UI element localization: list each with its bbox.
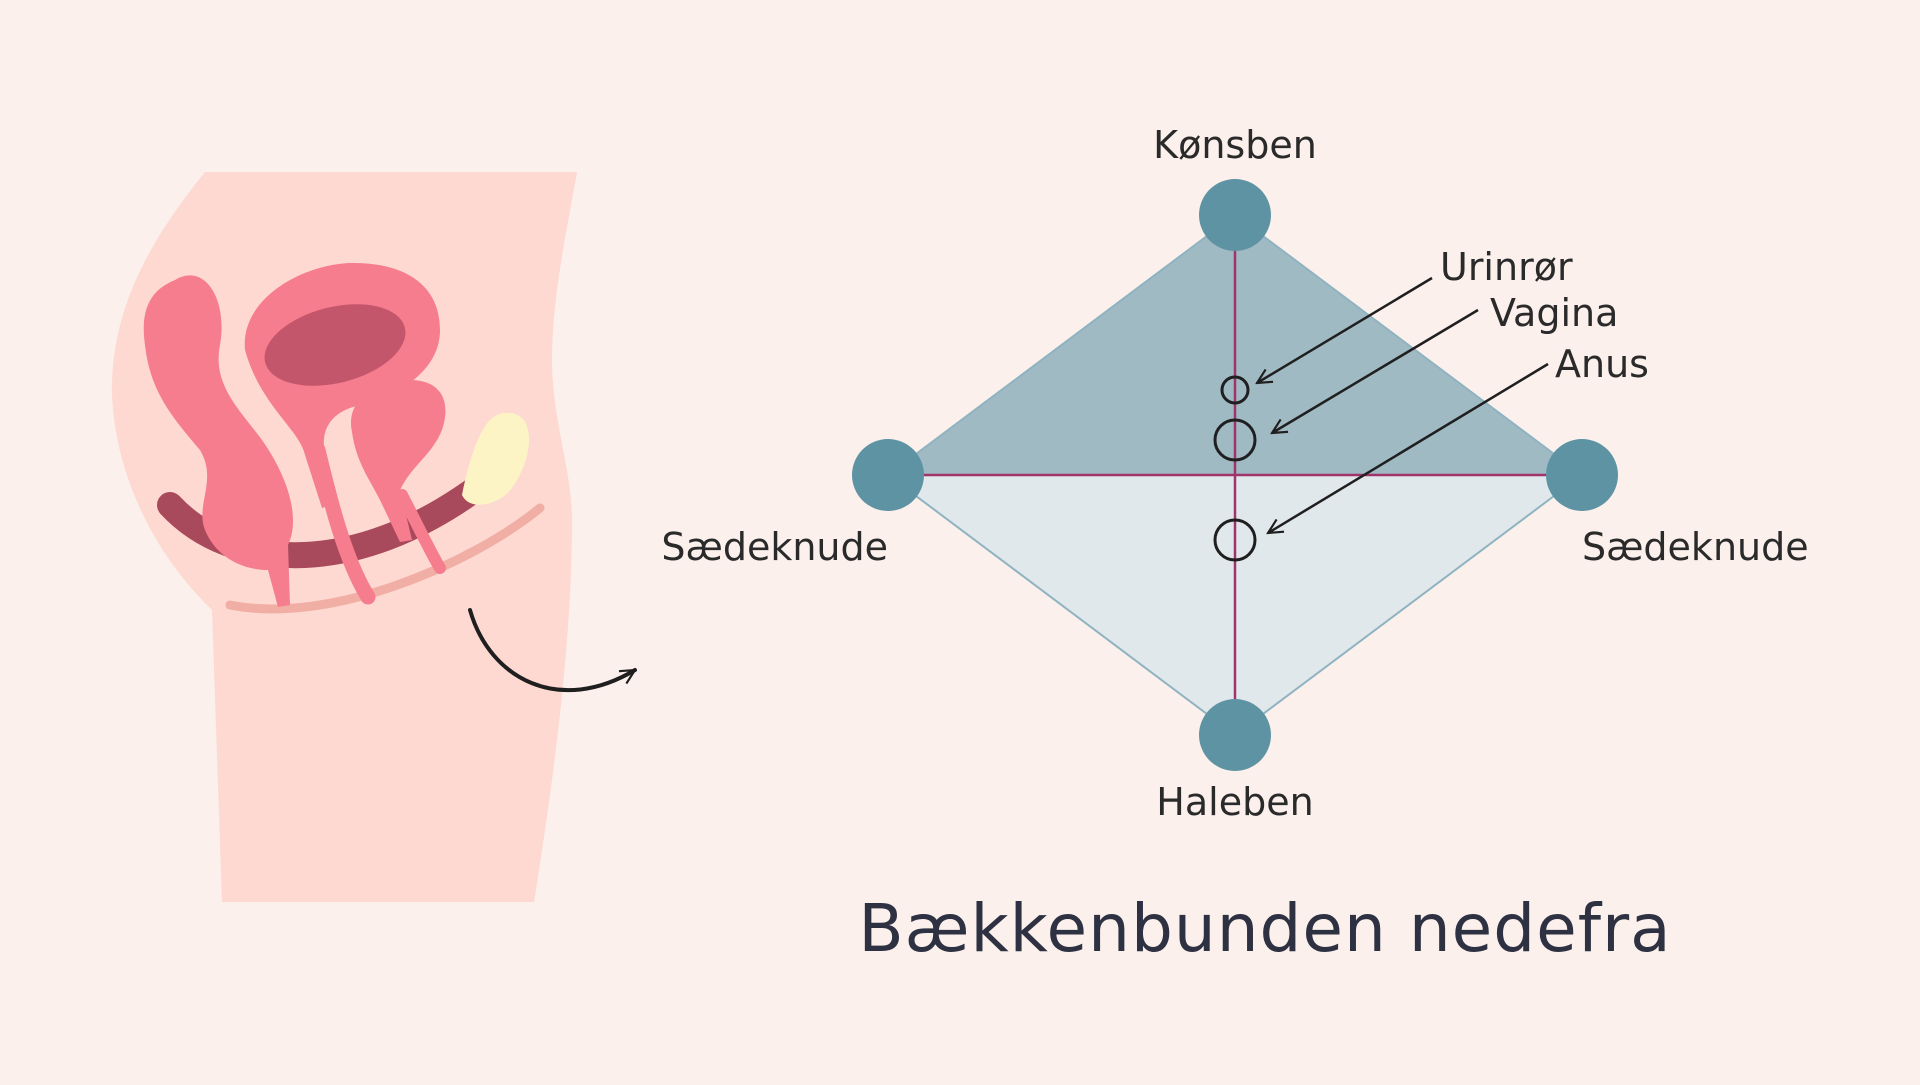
vagina-opening	[1213, 418, 1257, 462]
label-anus: Anus	[1555, 342, 1649, 386]
label-urethra: Urinrør	[1440, 245, 1573, 289]
uterus	[244, 262, 440, 605]
urethra-opening	[1220, 375, 1250, 405]
pubic-bone-node	[1199, 179, 1271, 251]
right-sitbone-node	[1546, 439, 1618, 511]
rectum	[143, 275, 293, 607]
anus-pointer	[1268, 362, 1549, 533]
label-tailbone: Haleben	[1156, 780, 1313, 824]
vagina-pointer	[1272, 308, 1479, 433]
anus-opening	[1213, 518, 1257, 562]
side-view-illustration	[111, 172, 635, 902]
label-pubic-bone: Kønsben	[1153, 123, 1317, 167]
label-vagina: Vagina	[1490, 291, 1618, 335]
urethra-pointer	[1257, 276, 1433, 383]
pelvic-floor-muscle	[157, 457, 513, 569]
bladder	[350, 380, 446, 574]
curved-arrow-icon	[468, 608, 635, 693]
label-right-sitbone: Sædeknude	[1582, 525, 1809, 569]
label-left-sitbone: Sædeknude	[661, 525, 888, 569]
left-sitbone-node	[852, 439, 924, 511]
pubic-bone	[462, 412, 530, 505]
pelvic-floor-diamond: Kønsben Haleben Sædeknude Sædeknude Urin…	[661, 123, 1808, 824]
tailbone-node	[1199, 699, 1271, 771]
figure-caption: Bækkenbunden nedefra	[858, 890, 1672, 967]
pelvic-floor-outline	[225, 503, 545, 614]
